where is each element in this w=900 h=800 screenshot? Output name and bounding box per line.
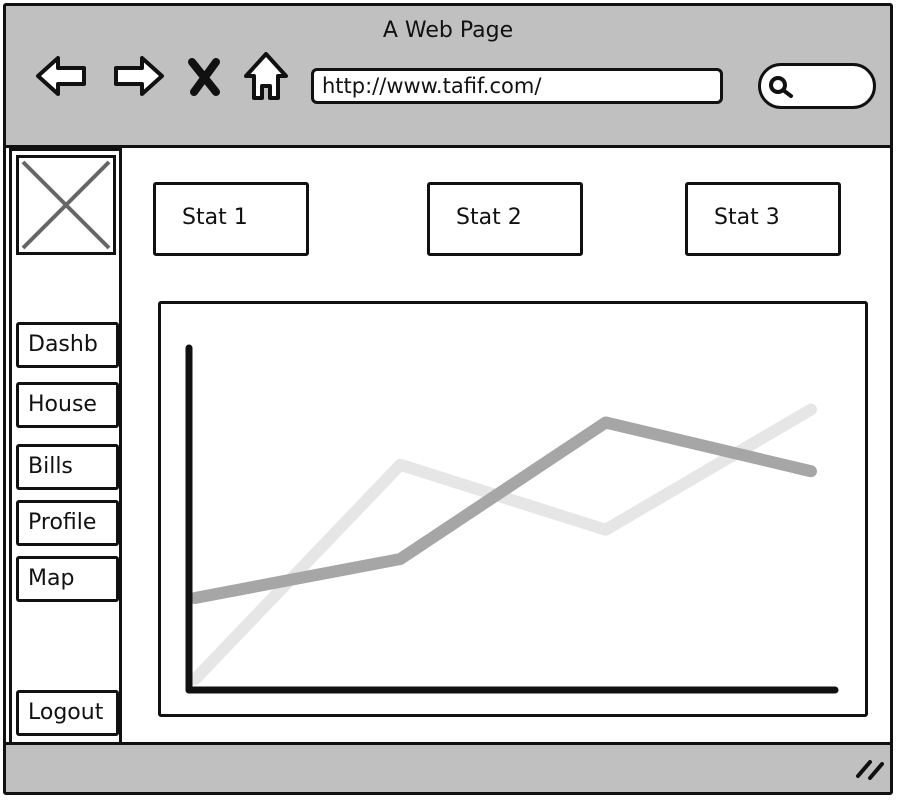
- sidebar-item-dashboard[interactable]: Dashb: [16, 322, 119, 368]
- image-placeholder-icon: [16, 155, 116, 255]
- line-chart: [158, 301, 868, 717]
- url-text: http://www.tafif.com/: [322, 74, 542, 98]
- window-title: A Web Page: [382, 18, 514, 43]
- sidebar-item-profile[interactable]: Profile: [16, 500, 119, 546]
- sidebar: Dashb House Bills Profile Map Logout: [9, 148, 122, 745]
- browser-toolbar: A Web Page http://www.tafif.com/: [6, 6, 890, 148]
- chart-canvas: [185, 344, 839, 694]
- stat-card-1: Stat 1: [153, 182, 309, 256]
- search-input[interactable]: [758, 63, 876, 109]
- sidebar-item-bills[interactable]: Bills: [16, 444, 119, 490]
- forward-arrow-icon[interactable]: [110, 48, 166, 104]
- stat-card-2: Stat 2: [427, 182, 583, 256]
- address-bar[interactable]: http://www.tafif.com/: [311, 68, 723, 104]
- series-line-1: [189, 416, 817, 604]
- stat-card-3: Stat 3: [685, 182, 841, 256]
- back-arrow-icon[interactable]: [34, 48, 90, 104]
- browser-window: A Web Page http://www.tafif.com/ Dashb: [3, 3, 893, 795]
- logout-button[interactable]: Logout: [16, 690, 119, 736]
- sidebar-item-house[interactable]: House: [16, 382, 119, 428]
- resize-grip-icon[interactable]: [852, 754, 886, 782]
- search-icon: [769, 76, 793, 98]
- stop-icon[interactable]: [182, 48, 226, 104]
- status-bar: [6, 742, 890, 792]
- home-icon[interactable]: [238, 48, 294, 104]
- sidebar-item-map[interactable]: Map: [16, 556, 119, 602]
